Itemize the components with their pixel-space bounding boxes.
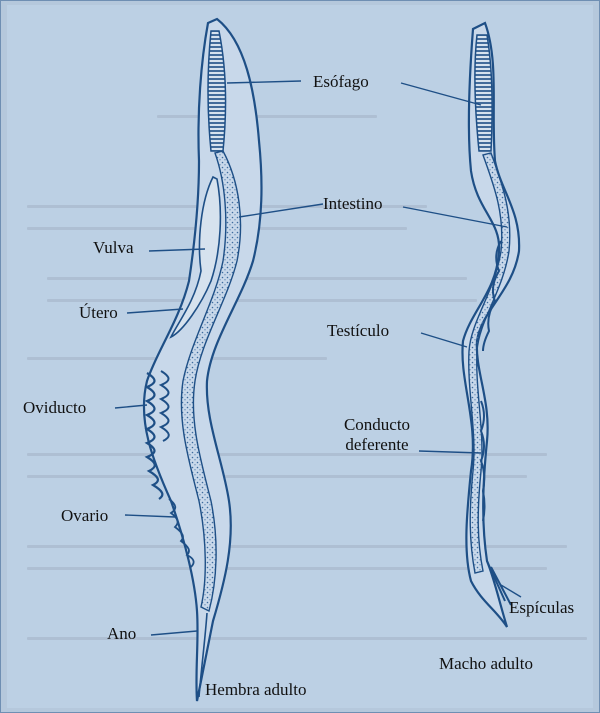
- leader-utero: [127, 309, 183, 313]
- label-intestino: Intestino: [323, 195, 383, 213]
- leader-testiculo: [421, 333, 467, 347]
- label-ano: Ano: [107, 625, 136, 643]
- label-conducto-line1: Conducto: [335, 415, 419, 435]
- male-worm: [462, 23, 519, 627]
- label-conducto-deferente: Conducto deferente: [335, 415, 419, 455]
- leader-oviducto: [115, 405, 147, 408]
- label-esofago: Esófago: [313, 73, 369, 91]
- leader-ovario: [125, 515, 175, 517]
- label-macho-adulto: Macho adulto: [439, 655, 533, 673]
- leader-ano: [151, 631, 197, 635]
- label-conducto-line2: deferente: [335, 435, 419, 455]
- male-esophagus: [475, 35, 492, 151]
- label-ovario: Ovario: [61, 507, 108, 525]
- label-testiculo: Testículo: [327, 322, 389, 340]
- label-vulva: Vulva: [93, 239, 134, 257]
- label-hembra-adulto: Hembra adulto: [205, 681, 307, 699]
- leader-conducto: [419, 451, 481, 453]
- female-worm: [144, 19, 262, 701]
- label-oviducto: Oviducto: [23, 399, 86, 417]
- label-espiculas: Espículas: [509, 599, 574, 617]
- label-utero: Útero: [79, 304, 118, 322]
